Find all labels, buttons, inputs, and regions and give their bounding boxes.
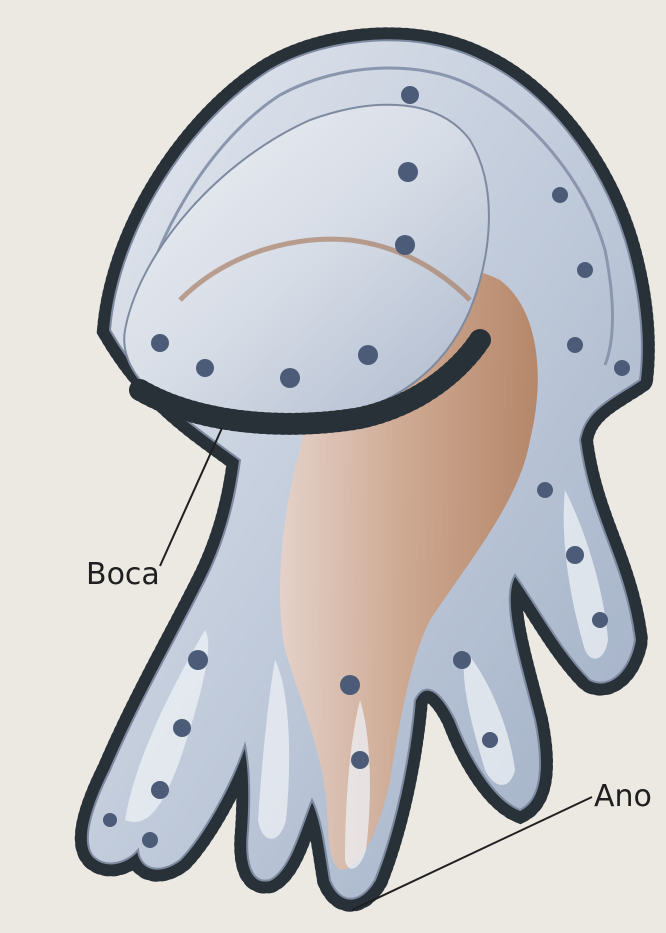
mouth-label: Boca (86, 560, 160, 590)
anus-label: Ano (594, 782, 652, 812)
